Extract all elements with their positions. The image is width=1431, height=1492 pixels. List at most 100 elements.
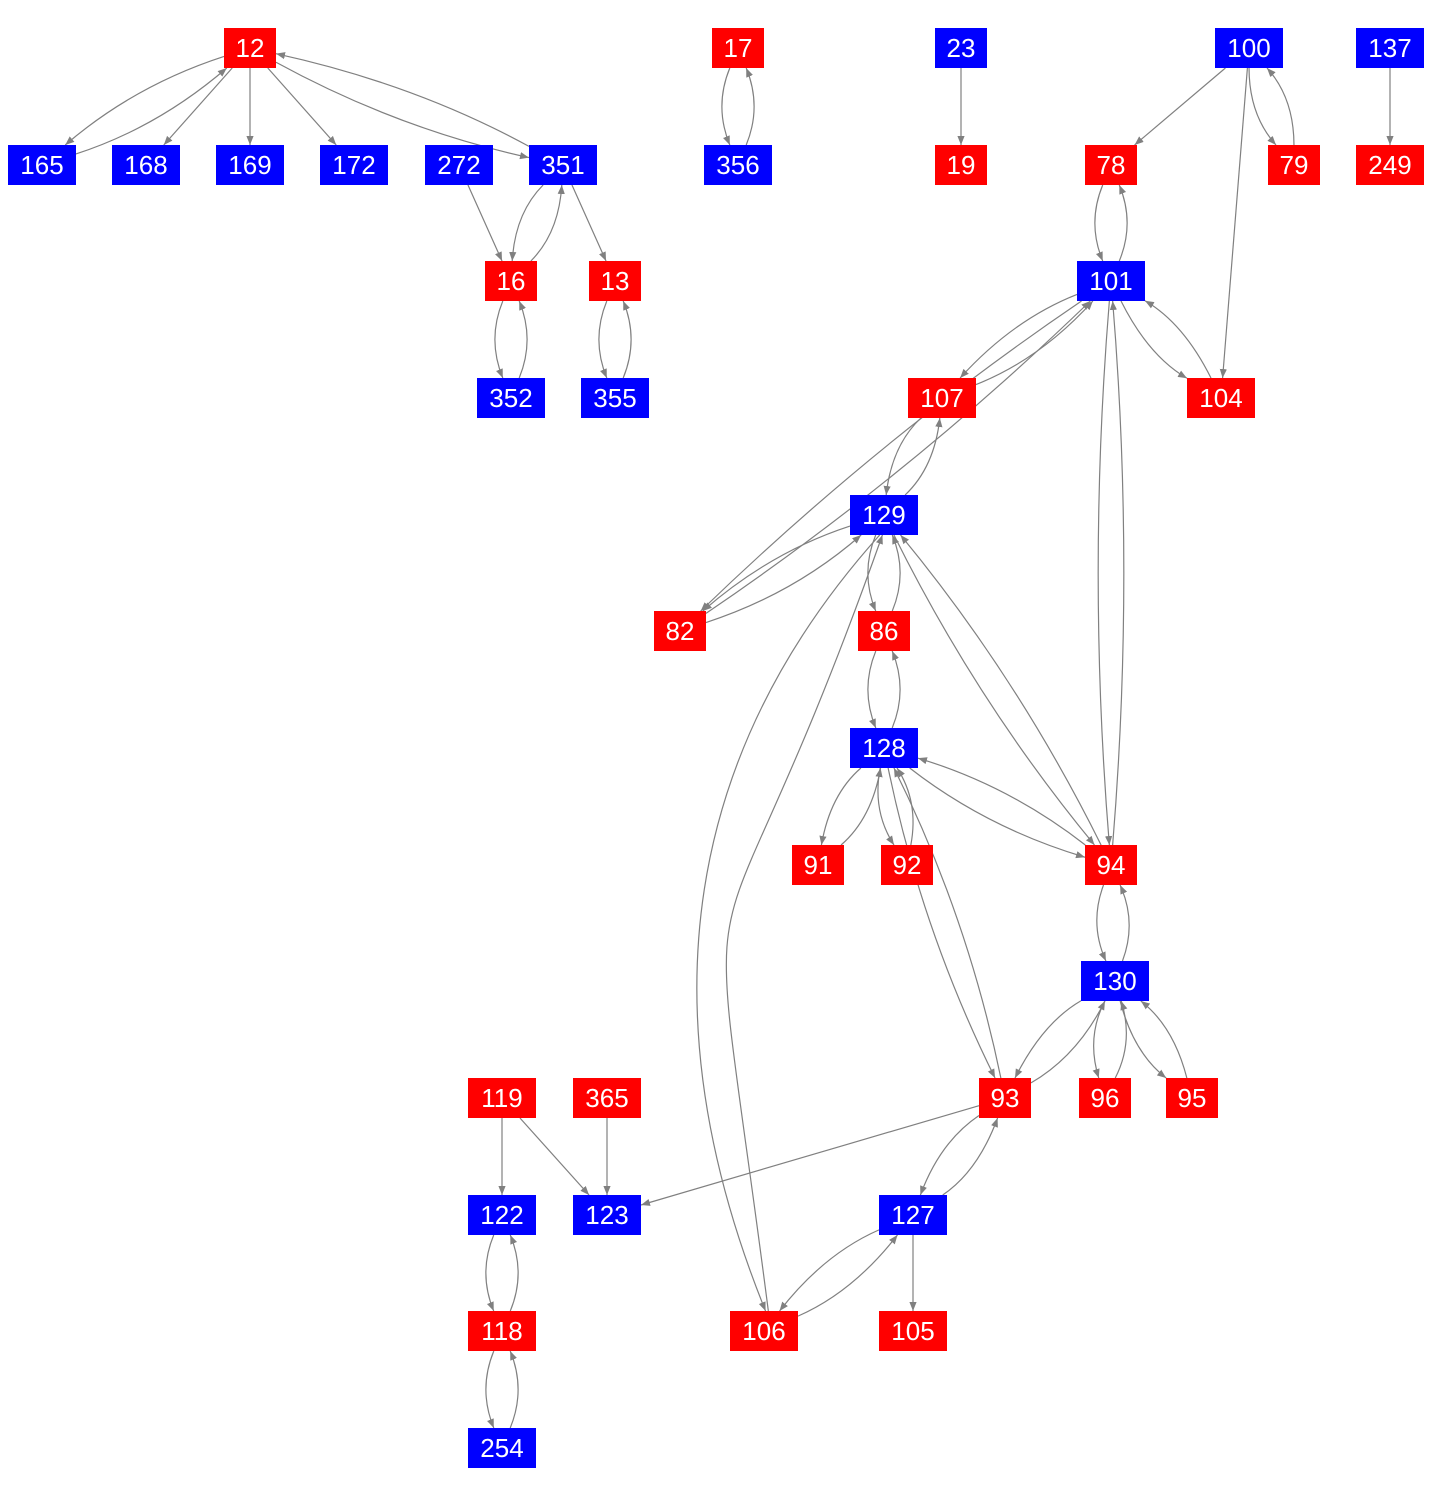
node-91[interactable]: 91: [792, 845, 844, 885]
node-104[interactable]: 104: [1187, 378, 1255, 418]
node-356[interactable]: 356: [704, 145, 772, 185]
node-351[interactable]: 351: [529, 145, 597, 185]
node-box: [1085, 845, 1137, 885]
node-label: 105: [891, 1316, 934, 1346]
node-box: [529, 145, 597, 185]
node-label: 13: [601, 266, 630, 296]
node-101[interactable]: 101: [1077, 261, 1145, 301]
node-130[interactable]: 130: [1081, 961, 1149, 1001]
node-123[interactable]: 123: [573, 1195, 641, 1235]
nodes-layer: 12 17 23 100 137 165 168 169 172 272 351 356 19 78 79 2…: [8, 28, 1424, 1468]
edge-119-to-123: [519, 1117, 590, 1196]
edge-351-to-12: [275, 52, 530, 147]
edge-356-to-17: [745, 67, 755, 146]
node-box: [477, 378, 545, 418]
edge-94-to-129: [900, 534, 1102, 846]
node-365[interactable]: 365: [573, 1078, 641, 1118]
node-box: [573, 1195, 641, 1235]
node-box: [850, 728, 918, 768]
node-17[interactable]: 17: [712, 28, 764, 68]
node-box: [468, 1078, 536, 1118]
node-165[interactable]: 165: [8, 145, 76, 185]
edge-93-to-123: [640, 1105, 980, 1206]
edge-17-to-356: [721, 67, 731, 146]
node-label: 365: [585, 1083, 628, 1113]
node-label: 128: [862, 733, 905, 763]
node-16[interactable]: 16: [485, 261, 537, 301]
node-78[interactable]: 78: [1085, 145, 1137, 185]
node-272[interactable]: 272: [425, 145, 493, 185]
edge-91-to-128: [840, 767, 883, 846]
edge-351-to-13: [571, 184, 607, 262]
node-box: [704, 145, 772, 185]
node-94[interactable]: 94: [1085, 845, 1137, 885]
node-label: 92: [893, 850, 922, 880]
node-355[interactable]: 355: [581, 378, 649, 418]
node-128[interactable]: 128: [850, 728, 918, 768]
node-label: 272: [437, 150, 480, 180]
node-label: 107: [920, 383, 963, 413]
node-82[interactable]: 82: [654, 611, 706, 651]
node-92[interactable]: 92: [881, 845, 933, 885]
node-box: [654, 611, 706, 651]
node-86[interactable]: 86: [858, 611, 910, 651]
edge-128-to-92: [877, 767, 895, 846]
node-box: [1079, 1078, 1131, 1118]
node-box: [8, 145, 76, 185]
edge-129-to-82: [702, 525, 851, 612]
node-box: [908, 378, 976, 418]
node-79[interactable]: 79: [1268, 145, 1320, 185]
edge-128-to-91: [819, 767, 862, 846]
node-352[interactable]: 352: [477, 378, 545, 418]
node-137[interactable]: 137: [1356, 28, 1424, 68]
node-95[interactable]: 95: [1166, 1078, 1218, 1118]
node-12[interactable]: 12: [224, 28, 276, 68]
edge-100-to-79: [1248, 67, 1277, 146]
edge-93-to-130: [1030, 1000, 1106, 1084]
node-254[interactable]: 254: [468, 1428, 536, 1468]
node-172[interactable]: 172: [320, 145, 388, 185]
node-119[interactable]: 119: [468, 1078, 536, 1118]
node-box: [879, 1311, 947, 1351]
node-label: 101: [1089, 266, 1132, 296]
node-box: [224, 28, 276, 68]
node-label: 23: [947, 33, 976, 63]
node-127[interactable]: 127: [879, 1195, 947, 1235]
edge-130-to-95: [1119, 1000, 1167, 1079]
node-100[interactable]: 100: [1215, 28, 1283, 68]
node-96[interactable]: 96: [1079, 1078, 1131, 1118]
node-249[interactable]: 249: [1356, 145, 1424, 185]
edge-93-to-128: [893, 767, 1002, 1079]
node-box: [1268, 145, 1320, 185]
node-19[interactable]: 19: [935, 145, 987, 185]
node-93[interactable]: 93: [979, 1078, 1031, 1118]
node-118[interactable]: 118: [468, 1311, 536, 1351]
edge-106-to-127: [797, 1234, 898, 1317]
node-107[interactable]: 107: [908, 378, 976, 418]
node-label: 119: [481, 1083, 522, 1113]
edge-351-to-16: [509, 184, 544, 262]
edge-127-to-93: [942, 1117, 999, 1196]
node-168[interactable]: 168: [112, 145, 180, 185]
node-106[interactable]: 106: [730, 1311, 798, 1351]
node-122[interactable]: 122: [468, 1195, 536, 1235]
node-105[interactable]: 105: [879, 1311, 947, 1351]
edge-101-to-78: [1118, 184, 1128, 262]
node-13[interactable]: 13: [589, 261, 641, 301]
node-box: [1085, 145, 1137, 185]
edge-118-to-122: [509, 1234, 519, 1312]
node-23[interactable]: 23: [935, 28, 987, 68]
node-label: 78: [1097, 150, 1126, 180]
node-box: [1356, 145, 1424, 185]
edge-122-to-118: [485, 1234, 495, 1312]
edge-100-to-104: [1219, 67, 1248, 379]
node-169[interactable]: 169: [216, 145, 284, 185]
edge-130-to-93: [1014, 1000, 1082, 1079]
edge-79-to-100: [1266, 67, 1295, 146]
edge-95-to-130: [1140, 1000, 1188, 1079]
node-box: [468, 1195, 536, 1235]
node-129[interactable]: 129: [850, 495, 918, 535]
edge-16-to-352: [494, 300, 504, 379]
edge-130-to-94: [1119, 884, 1130, 962]
